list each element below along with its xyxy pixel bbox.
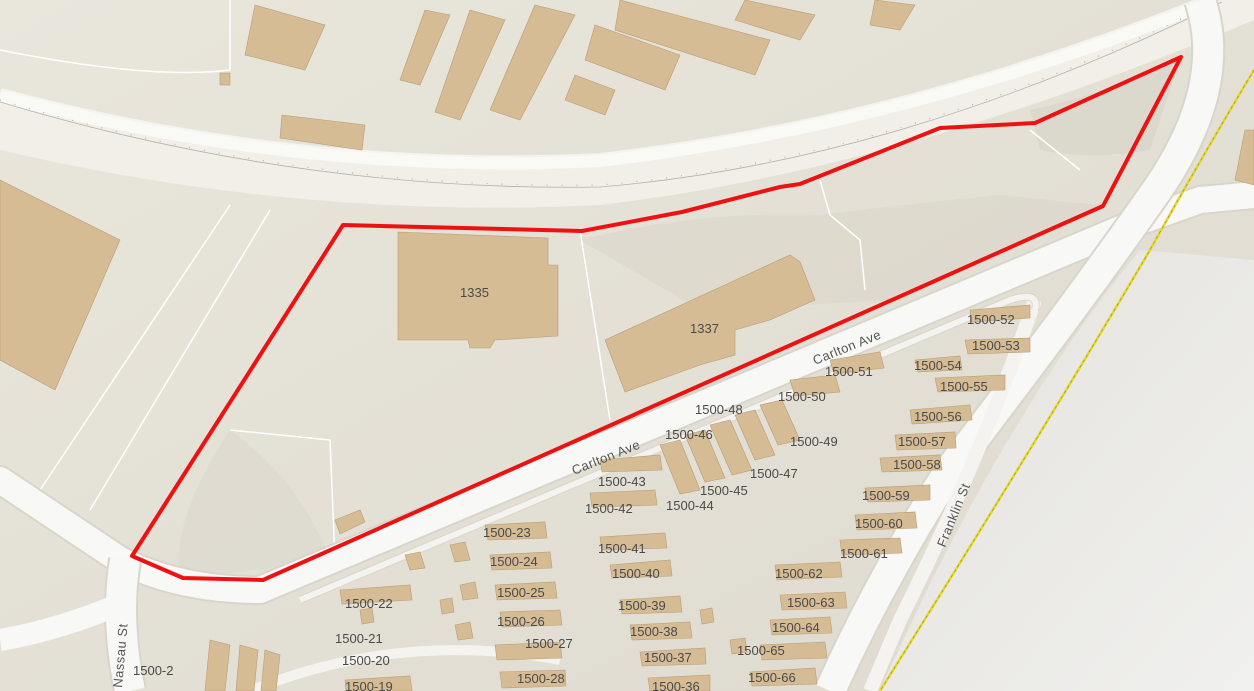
unit-label: 1500-19 (345, 679, 393, 691)
unit-label: 1500-56 (914, 409, 962, 424)
unit-label: 1500-48 (695, 402, 743, 417)
unit-label: 1500-25 (497, 585, 545, 600)
building-warehouse (0, 179, 121, 391)
unit-label: 1500-43 (598, 474, 646, 489)
unit-label: 1500-21 (335, 631, 383, 646)
flat-area (880, 250, 1254, 691)
highway-line (879, 69, 1254, 691)
unit-label: 1500-45 (700, 483, 748, 498)
unit-label: 1500-23 (483, 525, 531, 540)
unit-label: 1500-60 (855, 516, 903, 531)
unit-label: 1500-44 (666, 498, 714, 513)
terrain-shading (580, 195, 1100, 310)
street-label-nassau-st: Nassau St (110, 623, 131, 689)
unit-label: 1500-50 (778, 389, 826, 404)
unit-label: 1500-47 (750, 466, 798, 481)
unit-label: 1500-53 (972, 338, 1020, 353)
unit-label: 1500-54 (914, 358, 962, 373)
unit-label: 1500-41 (598, 541, 646, 556)
unit-label: 1500-52 (967, 312, 1015, 327)
unit-label: 1500-49 (790, 434, 838, 449)
building-small (334, 509, 366, 535)
buildings-north (219, 0, 1254, 186)
unit-label: 1500-36 (652, 679, 700, 691)
unit-label: 1500-55 (940, 379, 988, 394)
unit-label: 1500-28 (517, 671, 565, 686)
unit-label: 1500-42 (585, 501, 633, 516)
unit-label: 1500-66 (748, 670, 796, 685)
terrain-shading (178, 430, 330, 580)
unit-labels: 1500-52 1500-53 1500-54 1500-55 1500-56 … (133, 312, 1020, 691)
unit-label: 1500-46 (665, 427, 713, 442)
unit-label: 1500-62 (775, 566, 823, 581)
unit-label: 1500-26 (497, 614, 545, 629)
unit-label: 1500-39 (618, 598, 666, 613)
unit-label: 1500-20 (342, 653, 390, 668)
rail-line (0, 0, 1203, 170)
building-label-1335: 1335 (460, 285, 489, 300)
unit-label: 1500-64 (772, 620, 820, 635)
unit-label: 1500-61 (840, 546, 888, 561)
site-boundary[interactable] (130, 55, 1183, 582)
unit-label: 1500-57 (898, 434, 946, 449)
building-1335[interactable] (397, 231, 559, 349)
buildings-residential (204, 304, 1031, 691)
building-1337[interactable] (604, 254, 816, 393)
unit-label: 1500-24 (490, 554, 538, 569)
unit-label: 1500-27 (525, 636, 573, 651)
unit-label: 1500-37 (644, 650, 692, 665)
unit-label: 1500-51 (825, 364, 873, 379)
unit-label: 1500-65 (737, 643, 785, 658)
building-label-1337: 1337 (690, 321, 719, 336)
unit-label: 1500-63 (787, 595, 835, 610)
unit-label: 1500-22 (345, 596, 393, 611)
rail-line (0, 1, 1223, 188)
unit-label: 1500-40 (612, 566, 660, 581)
parcel-lines (0, 0, 1081, 561)
unit-label: 1500-2 (133, 663, 173, 678)
unit-label: 1500-58 (893, 457, 941, 472)
unit-label: 1500-38 (630, 624, 678, 639)
unit-label: 1500-59 (862, 488, 910, 503)
